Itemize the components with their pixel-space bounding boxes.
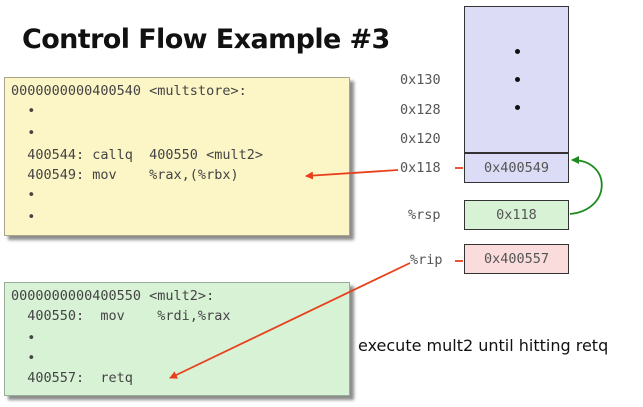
stack-address-label: 0x118 xyxy=(400,160,441,176)
return-address-arrow xyxy=(305,169,399,180)
code-line-ellipsis: • xyxy=(11,209,36,225)
annotation-text: execute mult2 until hitting retq xyxy=(358,336,609,355)
code-line-ellipsis: • xyxy=(11,350,36,366)
code-line-callq: 400544: callq 400550 <mult2> xyxy=(11,147,263,163)
stack-ellipsis-dot xyxy=(515,77,520,82)
rsp-pointer-arrow xyxy=(569,156,603,215)
code-line-retq: 400557: retq xyxy=(11,370,133,386)
code-line-mov: 400550: mov %rdi,%rax xyxy=(11,308,231,324)
stack-region xyxy=(464,6,569,153)
code-line-ellipsis: • xyxy=(11,330,36,346)
slide-title: Control Flow Example #3 xyxy=(22,24,390,55)
stack-top-cell: 0x400549 xyxy=(464,153,569,183)
code-line-ellipsis: • xyxy=(11,125,36,141)
stack-ellipsis-dot xyxy=(515,105,520,110)
rsp-register: 0x118 xyxy=(464,200,569,230)
rip-label: %rip xyxy=(410,252,443,268)
code-line-header: 0000000000400540 <multstore>: xyxy=(11,83,247,99)
stack-address-label: 0x130 xyxy=(400,72,441,88)
stack-address-label: 0x128 xyxy=(400,102,441,118)
code-line-mov: 400549: mov %rax,(%rbx) xyxy=(11,167,239,183)
stack-address-label: 0x120 xyxy=(400,131,441,147)
rip-to-retq-arrow xyxy=(169,262,411,379)
code-line-header: 0000000000400550 <mult2>: xyxy=(11,288,215,304)
rsp-label: %rsp xyxy=(408,207,441,223)
rip-register: 0x400557 xyxy=(464,244,569,274)
code-line-ellipsis: • xyxy=(11,187,36,203)
stack-ellipsis-dot xyxy=(515,49,520,54)
mult2-code-block: 0000000000400550 <mult2>: 400550: mov %r… xyxy=(4,282,350,396)
code-line-ellipsis: • xyxy=(11,103,36,119)
multstore-code-block: 0000000000400540 <multstore>: • • 400544… xyxy=(4,77,350,236)
